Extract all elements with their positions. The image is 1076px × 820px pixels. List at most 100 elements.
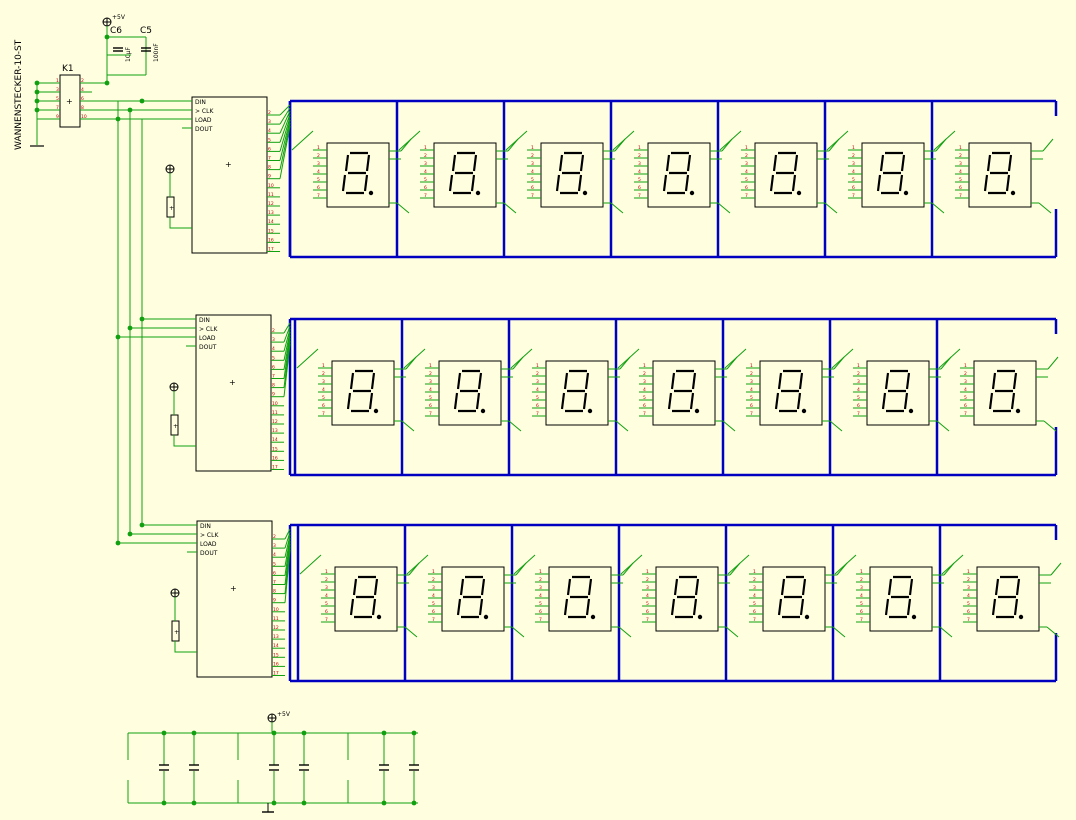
svg-text:3: 3 <box>753 585 756 591</box>
svg-text:1: 1 <box>959 145 962 151</box>
connector-type-label: WANNENSTECKER-10-ST <box>14 39 24 150</box>
svg-text:8: 8 <box>81 105 84 111</box>
vcc-label-bottom: +5V <box>277 711 291 718</box>
decoupling-row <box>127 722 419 813</box>
svg-text:4: 4 <box>429 387 432 393</box>
svg-text:3: 3 <box>268 119 271 125</box>
svg-text:1: 1 <box>964 363 967 369</box>
svg-text:5: 5 <box>967 601 970 607</box>
svg-text:1: 1 <box>325 569 328 575</box>
svg-text:6: 6 <box>959 185 962 191</box>
svg-text:2: 2 <box>643 371 646 377</box>
driver-pin-din: DIN <box>200 523 211 530</box>
svg-text:2: 2 <box>753 577 756 583</box>
svg-text:2: 2 <box>317 153 320 159</box>
svg-text:2: 2 <box>964 371 967 377</box>
svg-text:6: 6 <box>753 609 756 615</box>
svg-text:1: 1 <box>967 569 970 575</box>
connector-k1[interactable]: K1 WANNENSTECKER-10-ST + <box>14 39 81 150</box>
driver-disp2[interactable]: +DIN> CLKLOADDOUT23456789101112131415161… <box>169 314 284 472</box>
svg-text:1: 1 <box>860 569 863 575</box>
svg-text:1: 1 <box>753 569 756 575</box>
driver-output-wiring <box>284 528 291 603</box>
svg-text:2: 2 <box>322 371 325 377</box>
svg-text:5: 5 <box>852 177 855 183</box>
svg-text:2: 2 <box>432 577 435 583</box>
svg-text:1: 1 <box>638 145 641 151</box>
svg-text:5: 5 <box>860 601 863 607</box>
svg-text:4: 4 <box>273 552 276 558</box>
svg-text:5: 5 <box>273 561 276 567</box>
svg-text:6: 6 <box>536 403 539 409</box>
driver-disp1[interactable]: +DIN> CLKLOADDOUT23456789101112131415161… <box>165 96 280 254</box>
svg-text:7: 7 <box>753 617 756 623</box>
svg-text:3: 3 <box>745 161 748 167</box>
svg-text:5: 5 <box>272 355 275 361</box>
driver-pin-load: LOAD <box>195 117 212 124</box>
svg-text:6: 6 <box>272 364 275 370</box>
svg-text:10: 10 <box>272 401 278 407</box>
svg-text:1: 1 <box>432 569 435 575</box>
svg-text:2: 2 <box>745 153 748 159</box>
svg-text:+: + <box>174 629 179 636</box>
svg-text:6: 6 <box>638 185 641 191</box>
driver-output-wiring <box>283 322 291 397</box>
svg-text:3: 3 <box>273 543 276 549</box>
svg-text:7: 7 <box>857 411 860 417</box>
svg-text:6: 6 <box>432 609 435 615</box>
svg-text:1: 1 <box>646 569 649 575</box>
svg-text:7: 7 <box>959 193 962 199</box>
svg-text:5: 5 <box>268 137 271 143</box>
driver-disp3[interactable]: +DIN> CLKLOADDOUT23456789101112131415161… <box>170 520 285 678</box>
svg-text:5: 5 <box>325 601 328 607</box>
svg-text:3: 3 <box>860 585 863 591</box>
svg-text:+: + <box>169 205 174 212</box>
cap-c6-value: 10µF <box>125 47 132 62</box>
svg-text:+: + <box>225 160 232 169</box>
svg-text:1: 1 <box>424 145 427 151</box>
svg-text:6: 6 <box>317 185 320 191</box>
connector-ref: K1 <box>62 64 74 74</box>
svg-text:6: 6 <box>750 403 753 409</box>
svg-text:10: 10 <box>81 114 87 120</box>
svg-text:4: 4 <box>638 169 641 175</box>
svg-text:3: 3 <box>646 585 649 591</box>
svg-text:3: 3 <box>325 585 328 591</box>
svg-text:7: 7 <box>860 617 863 623</box>
svg-text:5: 5 <box>643 395 646 401</box>
svg-text:5: 5 <box>424 177 427 183</box>
svg-text:+: + <box>230 584 237 593</box>
svg-text:3: 3 <box>536 379 539 385</box>
svg-text:1: 1 <box>539 569 542 575</box>
svg-text:9: 9 <box>56 114 59 120</box>
svg-text:2: 2 <box>539 577 542 583</box>
svg-text:6: 6 <box>852 185 855 191</box>
svg-text:2: 2 <box>860 577 863 583</box>
svg-text:7: 7 <box>646 617 649 623</box>
svg-text:2: 2 <box>852 153 855 159</box>
svg-text:1: 1 <box>857 363 860 369</box>
svg-text:9: 9 <box>268 174 271 180</box>
svg-text:2: 2 <box>268 110 271 116</box>
